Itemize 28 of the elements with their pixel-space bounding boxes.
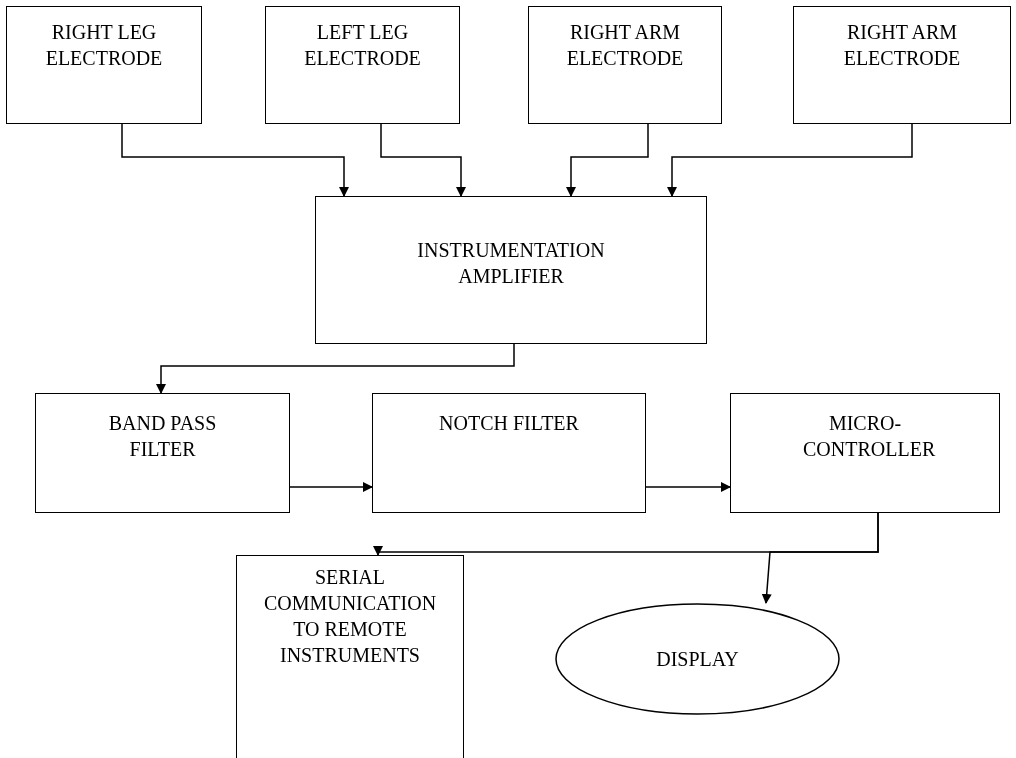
process-box <box>236 555 464 758</box>
process-box <box>6 6 202 124</box>
process-box <box>730 393 1000 513</box>
arrow <box>380 123 466 197</box>
box-label: RIGHT ARM ELECTRODE <box>842 20 962 71</box>
arrow <box>667 123 913 197</box>
box-label: BAND PASS FILTER <box>107 411 218 462</box>
box-label: INSTRUMENTATION AMPLIFIER <box>416 238 606 289</box>
box-label: MICRO-CONTROLLER <box>802 411 935 462</box>
terminal-ellipse <box>555 603 840 715</box>
process-box <box>372 393 646 513</box>
arrow <box>566 123 649 197</box>
box-label: RIGHT LEG ELECTRODE <box>44 20 164 71</box>
box-label: DISPLAY <box>655 647 740 672</box>
process-box <box>528 6 722 124</box>
arrow <box>156 343 515 394</box>
process-box <box>315 196 707 344</box>
arrow <box>121 123 349 197</box>
box-label: LEFT LEG ELECTRODE <box>303 20 422 71</box>
process-box <box>265 6 460 124</box>
process-box <box>793 6 1011 124</box>
arrow <box>761 512 879 604</box>
box-label: SERIAL COMMUNICATION TO REMOTE INSTRUMENTS <box>262 565 438 668</box>
box-label: RIGHT ARM ELECTRODE <box>565 20 685 71</box>
arrow <box>645 482 731 492</box>
process-box <box>35 393 290 513</box>
arrow <box>289 482 373 492</box>
box-label: NOTCH FILTER <box>438 411 580 436</box>
